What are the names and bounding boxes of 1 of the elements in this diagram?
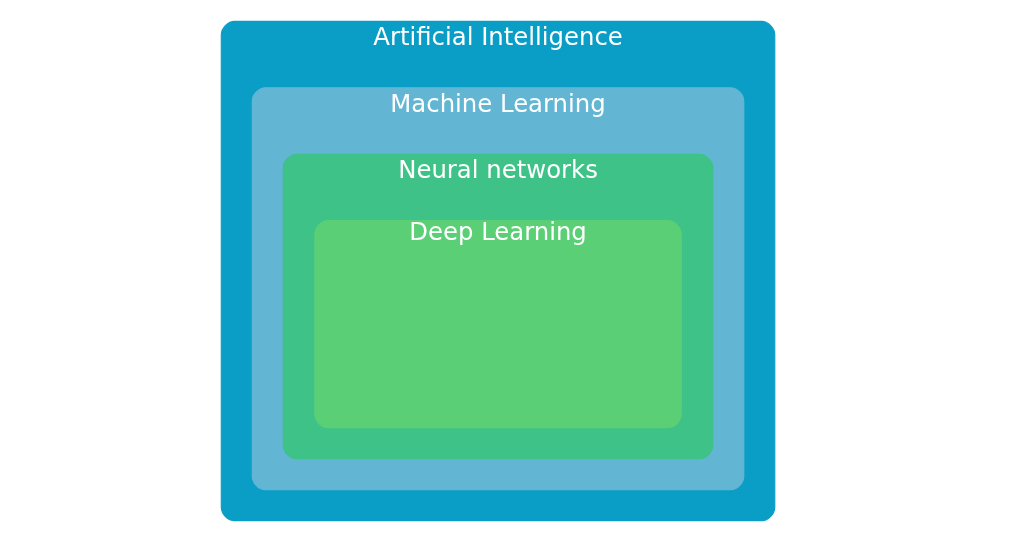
node-box: Deep Learning: [313, 220, 682, 429]
